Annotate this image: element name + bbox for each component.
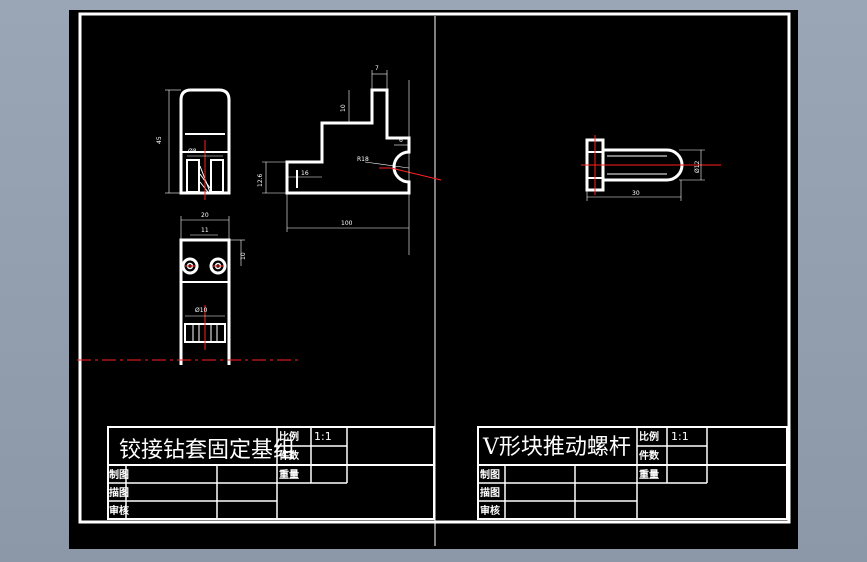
right-drawing-title: V形块推动螺杆 [482,435,631,460]
dim-bottom-width: 20 [201,212,209,219]
right-drawn-by-label: 制图 [480,468,500,481]
cad-drawing: 45 Ø8 7 10 6 R18 12.6 16 [77,12,791,546]
dim-side-arc: R18 [357,156,369,163]
left-scale-value: 1:1 [314,430,332,443]
left-checked-by-label: 审核 [109,504,129,517]
bolt-view: Ø12 30 [581,135,721,201]
right-scale-label: 比例 [639,430,659,443]
dim-front-height: 45 [156,136,163,144]
right-scale-value: 1:1 [671,430,689,443]
dim-side-right-gap: 6 [399,137,403,144]
side-view: 7 10 6 R18 12.6 16 100 [257,65,442,255]
bottom-view: 20 11 10 Ø10 [179,212,247,365]
dim-bottom-hole: Ø10 [195,307,208,314]
left-count-label: 件数 [279,449,300,462]
left-drawn-by-label: 制图 [109,468,129,481]
front-view: 45 Ø8 [156,88,231,200]
right-checked-by-label: 审核 [480,504,500,517]
left-scale-label: 比例 [279,430,299,443]
dim-bolt-length: 30 [632,190,640,197]
dim-side-bottom-step: 16 [301,170,309,177]
dim-side-length: 100 [341,220,353,227]
dim-bottom-height: 10 [240,252,247,260]
right-title-block: V形块推动螺杆 比例 1:1 件数 重量 制图 描图 审核 [477,426,788,520]
dim-side-step-height: 10 [340,104,347,112]
right-count-label: 件数 [639,449,660,462]
left-weight-label: 重量 [279,468,299,481]
left-title-block: 铰接钻套固定基组 比例 1:1 件数 重量 制图 描图 审核 [107,426,435,520]
right-traced-by-label: 描图 [480,486,500,499]
dim-bolt-diameter: Ø12 [694,160,701,173]
right-weight-label: 重量 [639,468,659,481]
dim-side-top-width: 7 [375,65,379,72]
drawing-sheet: 45 Ø8 7 10 6 R18 12.6 16 [69,10,798,549]
dim-bottom-spacing: 11 [201,227,209,234]
dim-side-left-height: 12.6 [257,173,264,187]
dim-front-hole: Ø8 [188,148,197,155]
left-traced-by-label: 描图 [109,486,129,499]
left-drawing-title: 铰接钻套固定基组 [119,438,295,463]
